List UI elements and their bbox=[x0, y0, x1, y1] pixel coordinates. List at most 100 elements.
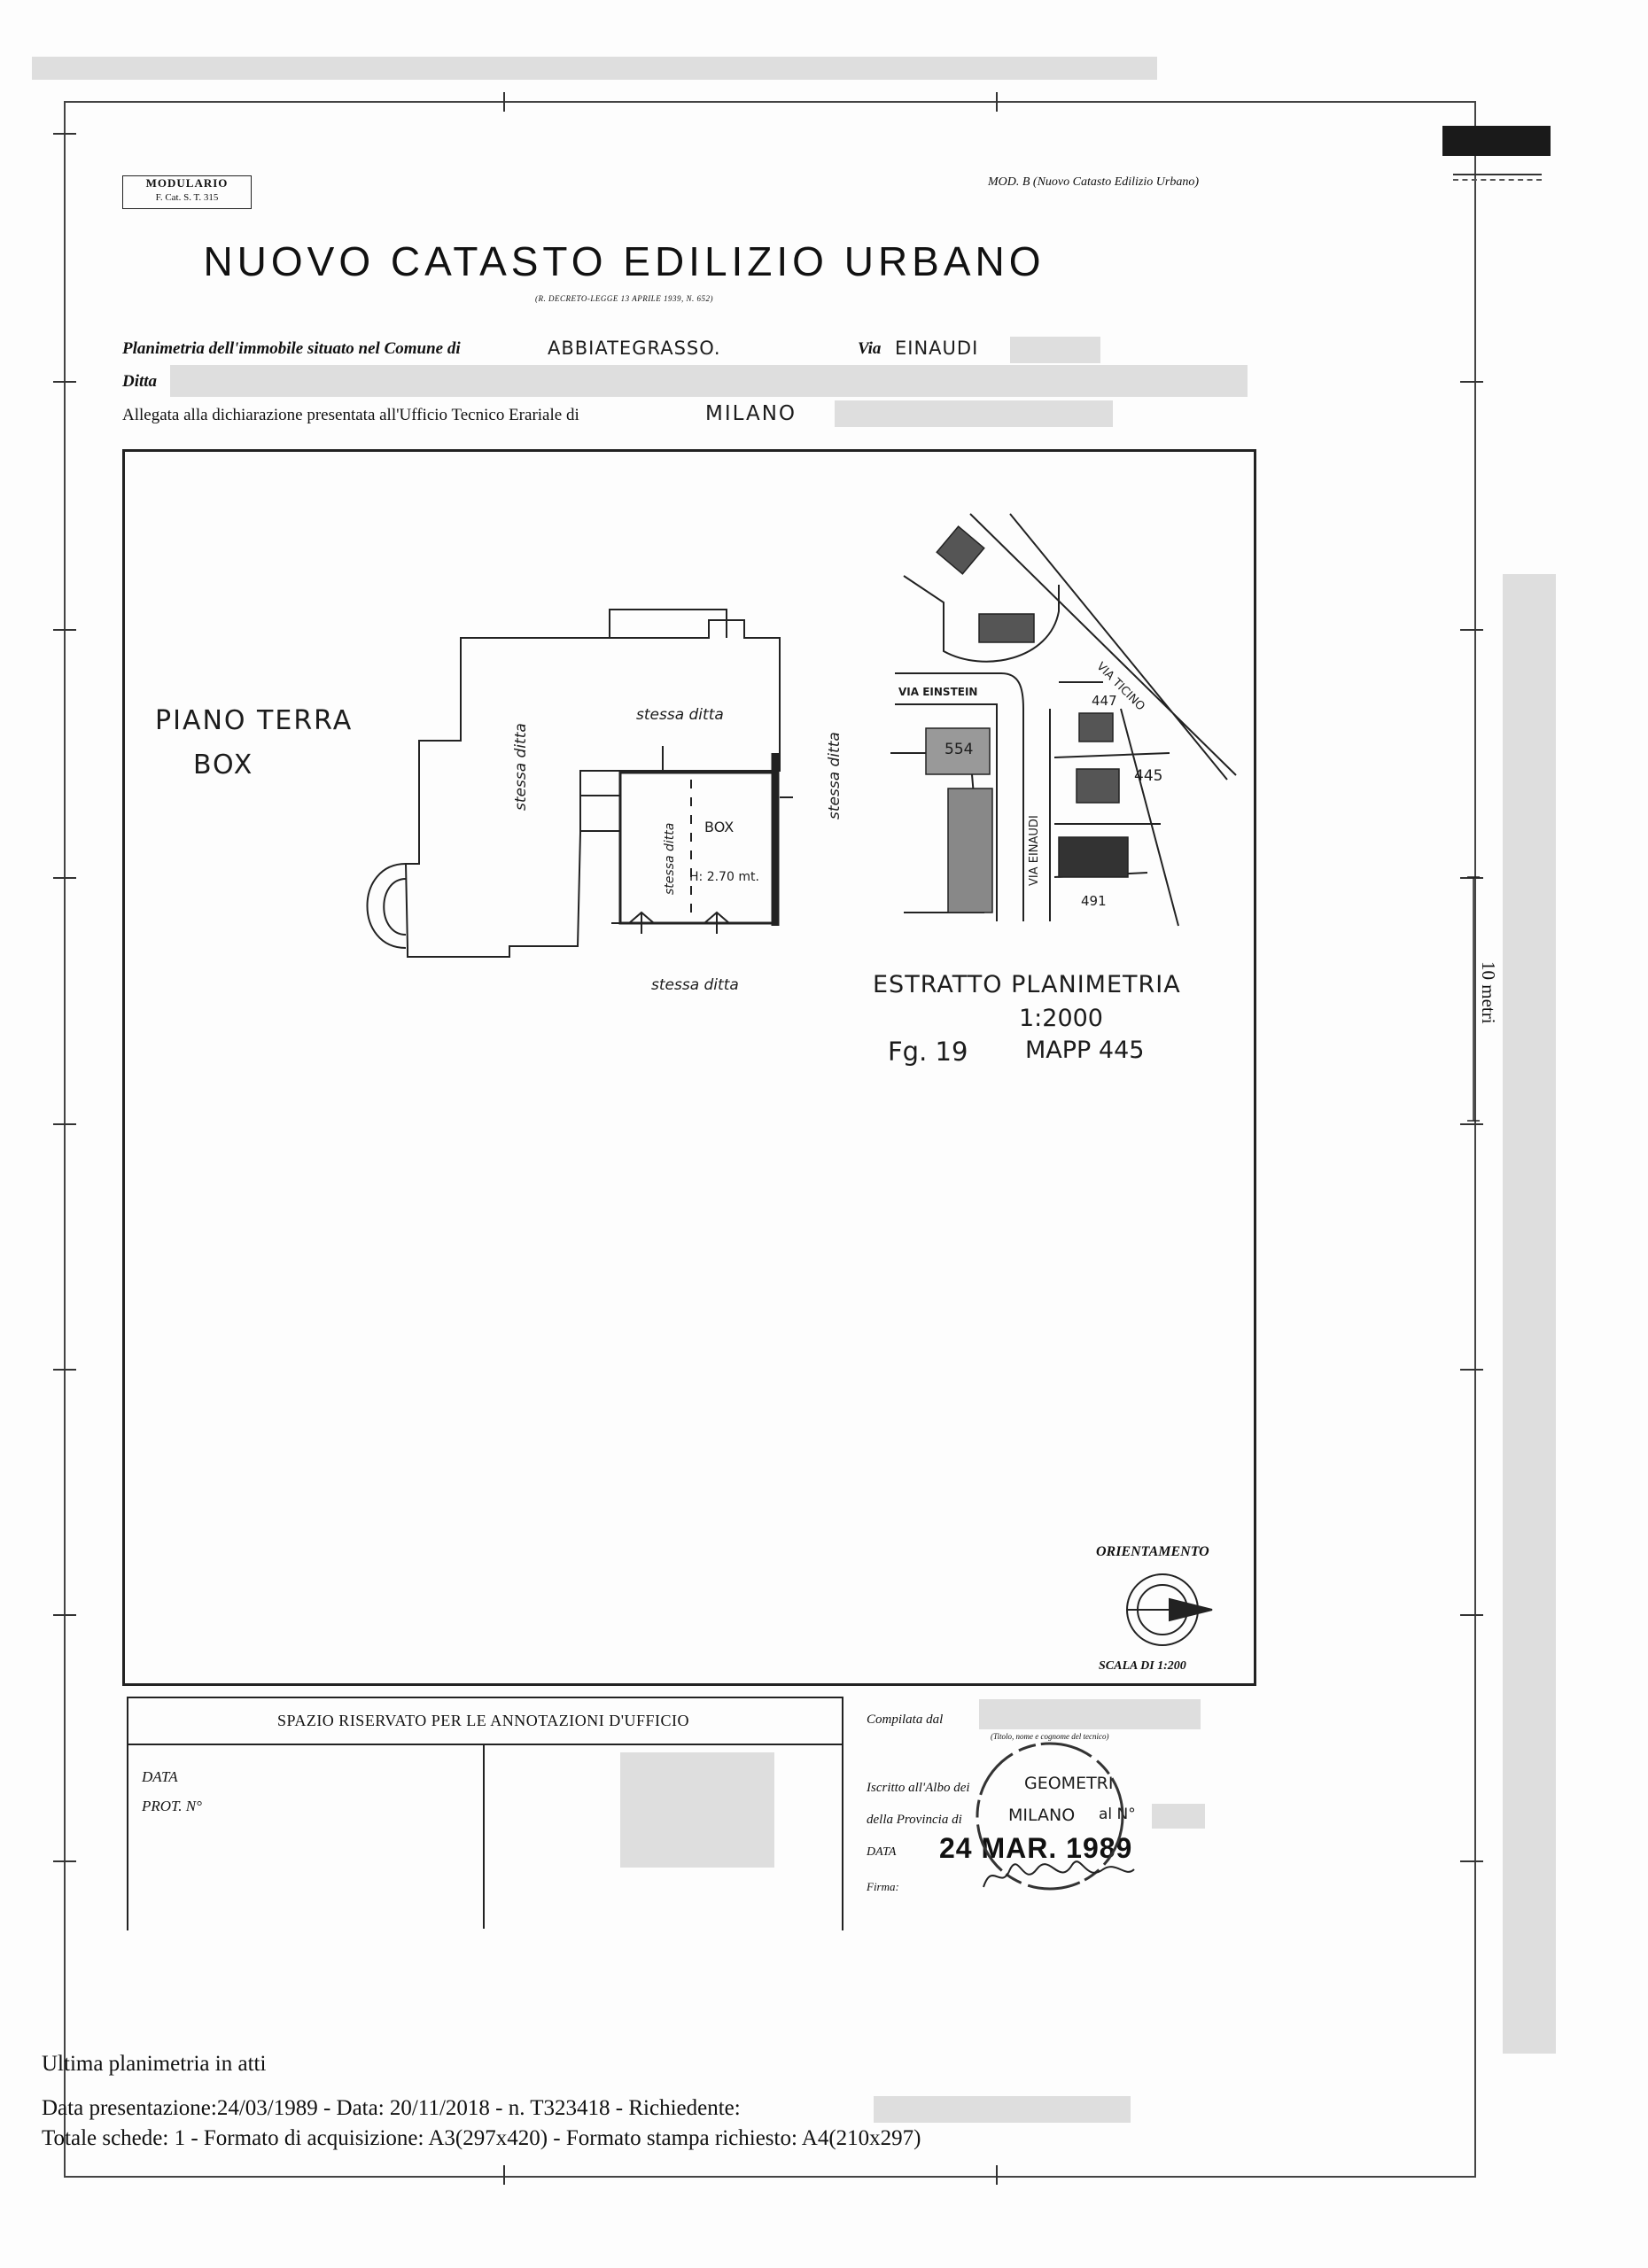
ufficio-value: MILANO bbox=[705, 402, 797, 425]
frame-tick bbox=[1460, 381, 1483, 383]
floor-plan-drawing bbox=[366, 513, 1480, 1646]
albo-label: Iscritto all'Albo dei bbox=[867, 1781, 970, 1795]
building-block bbox=[1058, 836, 1129, 878]
via-value: EINAUDI bbox=[895, 338, 979, 359]
frame-tick bbox=[53, 381, 76, 383]
box-unit bbox=[618, 771, 777, 925]
footer-presentation-line: Data presentazione:24/03/1989 - Data: 20… bbox=[42, 2096, 741, 2120]
building-outline bbox=[404, 619, 781, 958]
titolo-note: (Titolo, nome e cognome del tecnico) bbox=[991, 1732, 1109, 1741]
provincia-label: della Provincia di bbox=[867, 1813, 962, 1827]
street-einaudi-label: VIA EINAUDI bbox=[1028, 815, 1041, 886]
provincia-value: MILANO bbox=[1008, 1806, 1076, 1825]
neighbor-label-left: stessa ditta bbox=[512, 723, 530, 811]
ditta-label: Ditta bbox=[122, 372, 158, 391]
road-ticino bbox=[969, 513, 1237, 781]
office-column-divider bbox=[483, 1744, 485, 1929]
office-header: SPAZIO RISERVATO PER LE ANNOTAZIONI D'UF… bbox=[276, 1712, 690, 1729]
orientation-label: ORIENTAMENTO bbox=[1096, 1544, 1209, 1559]
street-einstein-label: VIA EINSTEIN bbox=[898, 686, 978, 698]
road-einaudi-right bbox=[1049, 681, 1103, 921]
frame-tick bbox=[1460, 877, 1483, 879]
outer-frame bbox=[64, 101, 1476, 2178]
neighbor-label-top: stessa ditta bbox=[636, 706, 724, 724]
footer-format-line: Totale schede: 1 - Formato di acquisizio… bbox=[42, 2126, 921, 2150]
frame-tick bbox=[1460, 1860, 1483, 1862]
frame-tick bbox=[1460, 1369, 1483, 1371]
corner-mark-lines bbox=[1453, 174, 1542, 181]
redacted-owner bbox=[170, 365, 1248, 397]
rounded-bay-inner bbox=[383, 878, 407, 936]
building-block bbox=[978, 613, 1035, 643]
frame-tick bbox=[1460, 1123, 1483, 1125]
rounded-bay bbox=[366, 863, 407, 949]
terrace bbox=[609, 609, 727, 638]
frame-tick bbox=[53, 1123, 76, 1125]
scale-bar-label: 10 metri bbox=[1478, 961, 1499, 1024]
model-reference: MOD. B (Nuovo Catasto Edilizio Urbano) bbox=[988, 175, 1199, 189]
via-label: Via bbox=[858, 339, 882, 358]
unit-label: BOX bbox=[193, 750, 254, 781]
mappale-label: MAPP 445 bbox=[1025, 1037, 1145, 1064]
modulario-label: MODULARIO bbox=[145, 176, 229, 190]
signature-stamp bbox=[976, 1742, 1135, 1891]
frame-tick bbox=[53, 133, 76, 135]
building-block bbox=[1078, 712, 1114, 742]
building-block bbox=[936, 525, 985, 575]
modulario-code: F. Cat. S. T. 315 bbox=[155, 192, 219, 203]
estratto-scale: 1:2000 bbox=[1019, 1005, 1103, 1032]
modulario-box: MODULARIO F. Cat. S. T. 315 bbox=[122, 175, 252, 209]
building-block bbox=[947, 788, 993, 913]
document-title: NUOVO CATASTO EDILIZIO URBANO bbox=[203, 238, 1046, 284]
allegata-label: Allegata alla dichiarazione presentata a… bbox=[122, 406, 579, 424]
frame-tick bbox=[996, 2165, 998, 2185]
frame-tick bbox=[53, 1369, 76, 1371]
frame-tick bbox=[53, 1860, 76, 1862]
al-n-label: al N° bbox=[1099, 1806, 1136, 1823]
estratto-label: ESTRATTO PLANIMETRIA bbox=[873, 971, 1181, 998]
drawing-frame bbox=[122, 449, 1256, 1686]
parcel-491: 491 bbox=[1081, 893, 1107, 909]
redacted-office-stamp bbox=[620, 1752, 774, 1868]
frame-tick bbox=[503, 92, 505, 112]
compiler-data-label: DATA bbox=[867, 1845, 897, 1859]
neighbor-label-inner: stessa ditta bbox=[663, 822, 677, 895]
redacted-office-detail bbox=[835, 400, 1113, 427]
frame-tick bbox=[53, 629, 76, 631]
frame-tick bbox=[996, 92, 998, 112]
signature-scribble bbox=[983, 1860, 1135, 1888]
frame-tick bbox=[53, 877, 76, 879]
frame-tick bbox=[503, 2165, 505, 2185]
frame-tick bbox=[1460, 1614, 1483, 1616]
redacted-registration-number bbox=[1152, 1804, 1205, 1829]
road-curve bbox=[903, 575, 1060, 663]
firma-label: Firma: bbox=[867, 1880, 899, 1893]
redacted-technician bbox=[979, 1699, 1201, 1729]
office-prot-label: PROT. N° bbox=[142, 1798, 202, 1814]
road-einstein bbox=[895, 672, 1024, 921]
floor-label: PIANO TERRA bbox=[155, 705, 354, 736]
frame-tick bbox=[53, 1614, 76, 1616]
redacted-house-number bbox=[1010, 337, 1100, 363]
date-stamp: 24 MAR. 1989 bbox=[939, 1832, 1133, 1864]
stamp-circle bbox=[976, 1742, 1124, 1891]
box-label: BOX bbox=[704, 819, 735, 835]
compilata-label: Compilata dal bbox=[867, 1713, 944, 1727]
office-data-label: DATA bbox=[142, 1768, 178, 1785]
comune-value: ABBIATEGRASSO. bbox=[548, 338, 721, 359]
parcel-447: 447 bbox=[1092, 693, 1117, 709]
footer-last-plan: Ultima planimetria in atti bbox=[42, 2052, 267, 2076]
frame-tick bbox=[1460, 629, 1483, 631]
height-label: H: 2.70 mt. bbox=[689, 870, 759, 884]
foglio-label: Fg. 19 bbox=[888, 1037, 968, 1067]
redacted-header-strip bbox=[32, 57, 1157, 80]
parcel-445: 445 bbox=[1134, 767, 1163, 785]
albo-value: GEOMETRI bbox=[1024, 1774, 1114, 1793]
redacted-corner-mark bbox=[1442, 126, 1551, 156]
planimetria-label: Planimetria dell'immobile situato nel Co… bbox=[122, 339, 461, 358]
redacted-side-strip bbox=[1503, 574, 1556, 2054]
scale-label: SCALA DI 1:200 bbox=[1099, 1659, 1186, 1673]
redacted-requester bbox=[874, 2096, 1131, 2123]
parcel-lines bbox=[1053, 708, 1179, 927]
